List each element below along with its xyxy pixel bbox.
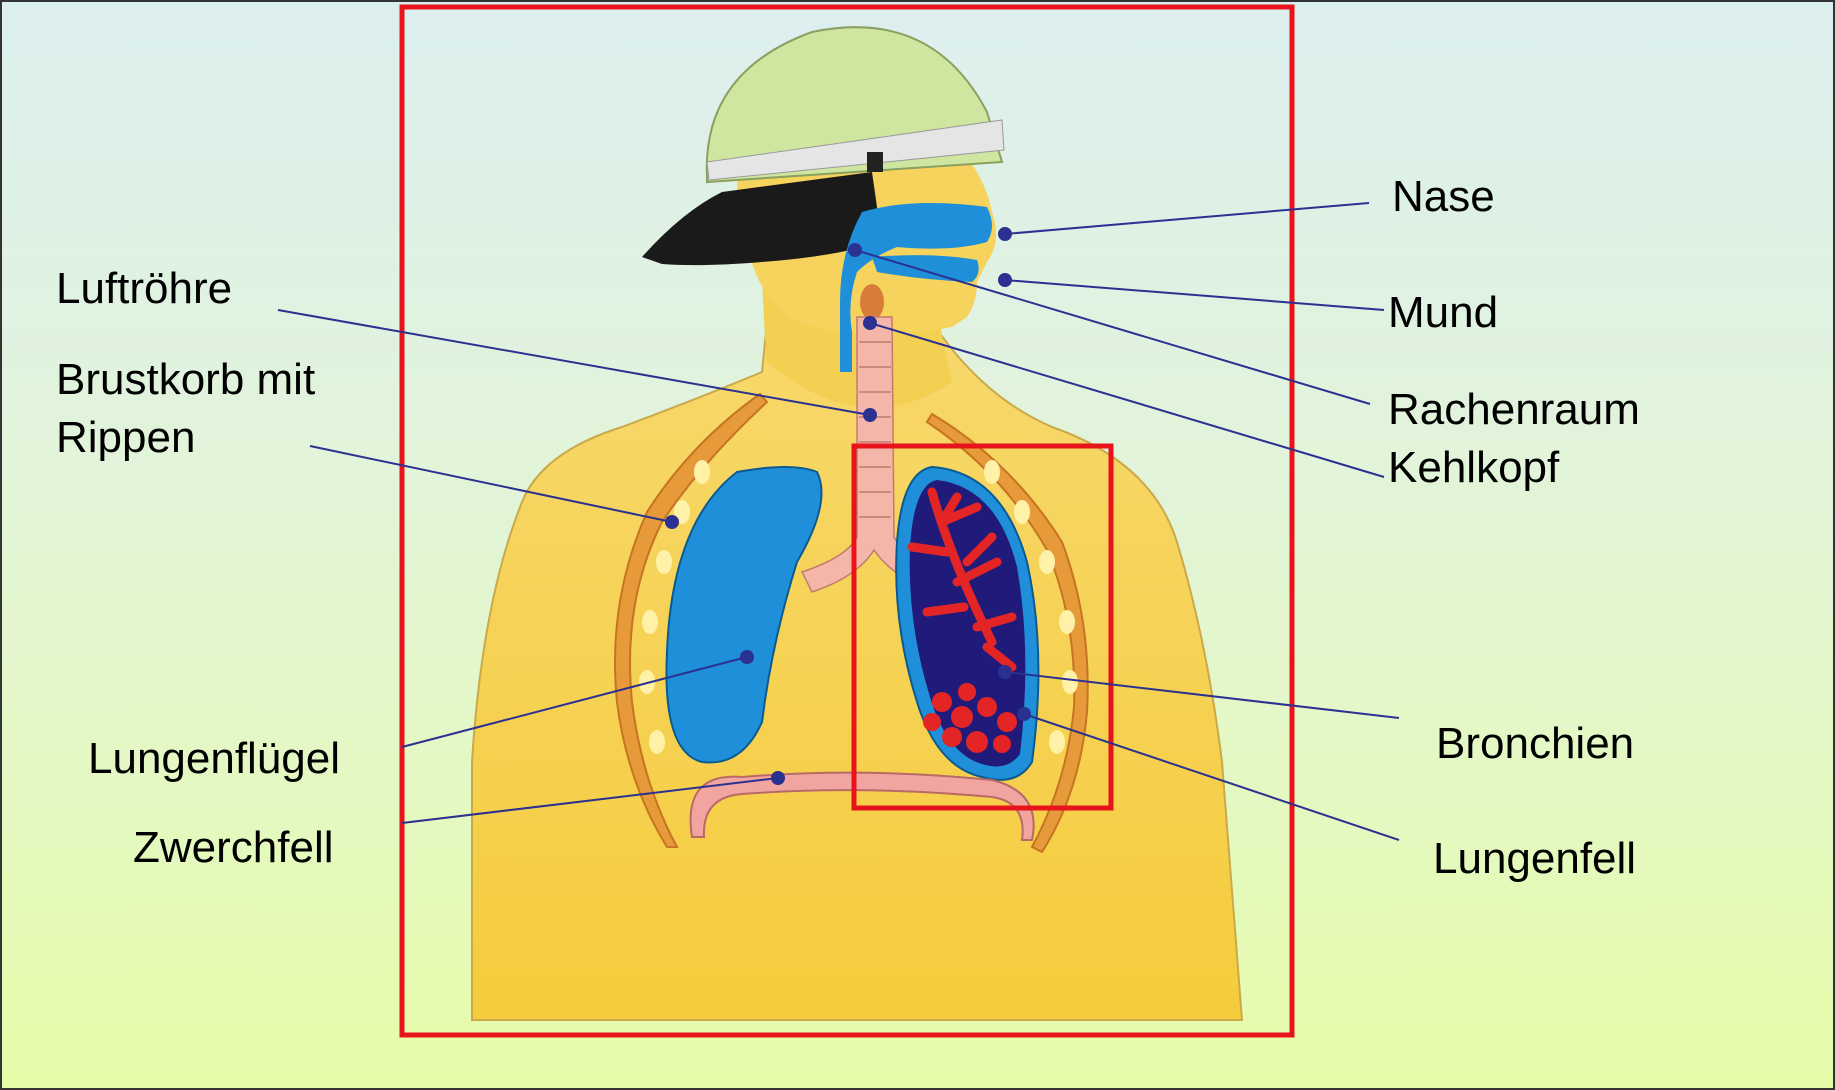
- label-nase: Nase: [1392, 168, 1495, 226]
- label-brustkorb-line2: Rippen: [56, 409, 315, 467]
- label-bronchien: Bronchien: [1436, 715, 1634, 773]
- label-rachenraum: Rachenraum: [1388, 381, 1640, 439]
- label-kehlkopf: Kehlkopf: [1388, 439, 1559, 497]
- label-mund: Mund: [1388, 284, 1498, 342]
- label-lungenfluegel: Lungenflügel: [88, 730, 340, 788]
- leader-mund: [1005, 280, 1384, 310]
- label-brustkorb: Brustkorb mit Rippen: [56, 351, 315, 467]
- leader-nase: [1005, 203, 1369, 234]
- label-brustkorb-line1: Brustkorb mit: [56, 351, 315, 409]
- label-lungenfell: Lungenfell: [1433, 830, 1636, 888]
- label-zwerchfell: Zwerchfell: [133, 819, 334, 877]
- label-luftroehre: Luftröhre: [56, 260, 232, 318]
